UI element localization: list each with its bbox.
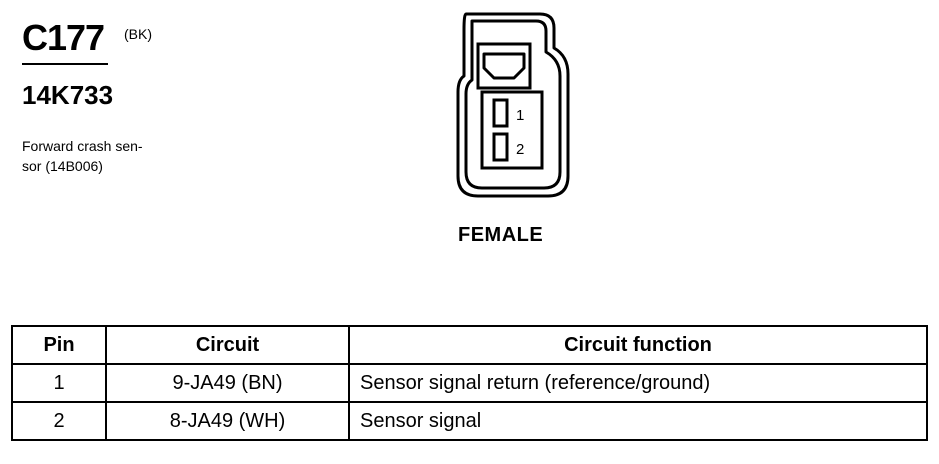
pinout-table: Pin Circuit Circuit function 1 9-JA49 (B… — [11, 325, 928, 441]
part-number: 14K733 — [22, 80, 114, 110]
description-line-1: Forward crash sen- — [22, 138, 143, 154]
cavity-block — [480, 90, 544, 170]
row-function: Sensor signal return (reference/ground) — [348, 363, 928, 403]
row-pin: 1 — [11, 363, 107, 403]
connector-color: (BK) — [124, 26, 152, 42]
table-row: 2 8-JA49 (WH) Sensor signal — [11, 401, 928, 441]
pin-cavity-1 — [492, 98, 509, 128]
connector-face-diagram: 1 2 — [456, 12, 570, 198]
pin-label-2: 2 — [516, 141, 524, 158]
row-pin: 2 — [11, 401, 107, 441]
pin-label-1: 1 — [516, 107, 524, 124]
header-circuit-function: Circuit function — [348, 325, 928, 365]
table-row: 1 9-JA49 (BN) Sensor signal return (refe… — [11, 363, 928, 403]
connector-description: Forward crash sen- sor (14B006) — [22, 136, 192, 176]
latch-tab — [482, 52, 526, 80]
row-function: Sensor signal — [348, 401, 928, 441]
pin-cavity-2 — [492, 132, 509, 162]
header-pin: Pin — [11, 325, 107, 365]
connector-gender-label: FEMALE — [458, 224, 544, 246]
row-circuit: 8-JA49 (WH) — [105, 401, 350, 441]
header-circuit: Circuit — [105, 325, 350, 365]
table-header-row: Pin Circuit Circuit function — [11, 325, 928, 365]
connector-id-underline — [22, 63, 108, 65]
row-circuit: 9-JA49 (BN) — [105, 363, 350, 403]
connector-id: C177 — [22, 17, 105, 58]
description-line-2: sor (14B006) — [22, 158, 103, 174]
